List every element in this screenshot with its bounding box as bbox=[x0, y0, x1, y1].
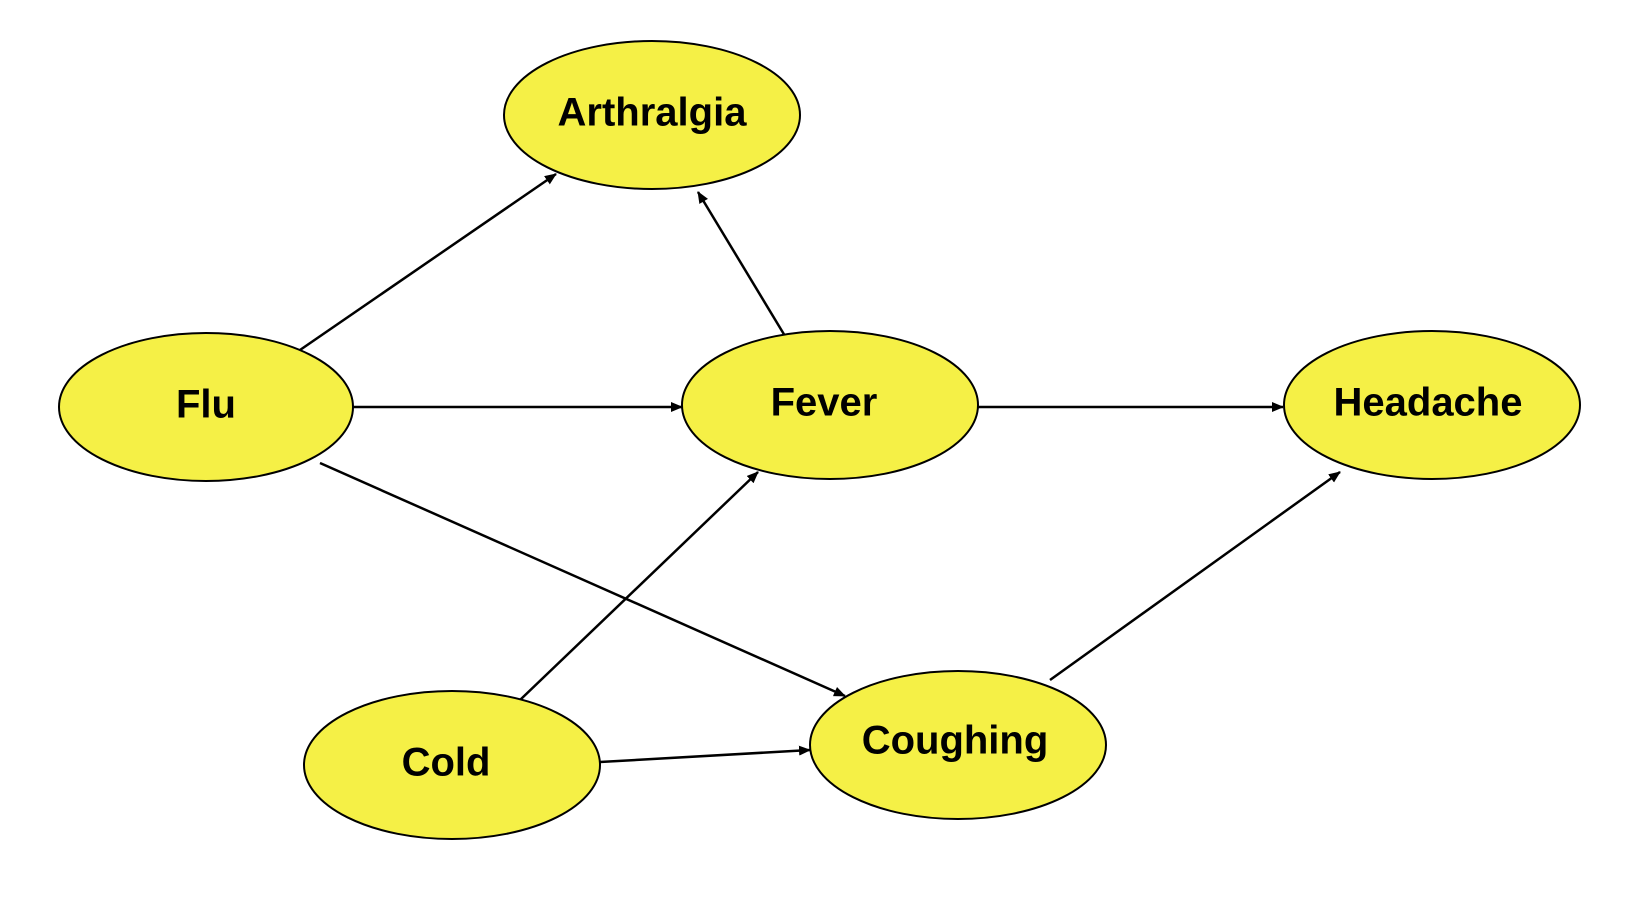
node-coughing[interactable]: Coughing bbox=[809, 670, 1107, 820]
node-headache-shape bbox=[1283, 330, 1581, 480]
node-fever-label: Fever bbox=[771, 381, 878, 425]
node-cold[interactable]: Cold bbox=[303, 690, 601, 840]
edge-fever-to-arthralgia bbox=[696, 191, 787, 337]
node-flu-label: Flu bbox=[176, 383, 236, 427]
edge-cold-to-coughing bbox=[599, 745, 811, 764]
node-flu[interactable]: Flu bbox=[58, 332, 354, 482]
node-headache[interactable]: Headache bbox=[1283, 330, 1581, 480]
node-cold-label: Cold bbox=[402, 741, 491, 785]
edge-flu-to-coughing bbox=[319, 461, 846, 698]
node-coughing-shape bbox=[809, 670, 1107, 820]
edge-flu-to-arthralgia bbox=[299, 172, 557, 352]
node-headache-label: Headache bbox=[1334, 381, 1523, 425]
node-fever[interactable]: Fever bbox=[681, 330, 979, 480]
node-arthralgia-shape bbox=[503, 40, 801, 190]
node-arthralgia-label: Arthralgia bbox=[558, 91, 748, 135]
node-cold-shape bbox=[303, 690, 601, 840]
node-arthralgia[interactable]: Arthralgia bbox=[503, 40, 801, 190]
nodes-layer: Arthralgia Flu Fever Headache Cold Cough bbox=[58, 40, 1581, 840]
node-coughing-label: Coughing bbox=[862, 719, 1049, 763]
edge-coughing-to-headache bbox=[1049, 470, 1341, 682]
edge-cold-to-fever bbox=[519, 471, 759, 701]
node-flu-shape bbox=[58, 332, 354, 482]
node-fever-shape bbox=[681, 330, 979, 480]
edges-layer bbox=[299, 172, 1341, 764]
